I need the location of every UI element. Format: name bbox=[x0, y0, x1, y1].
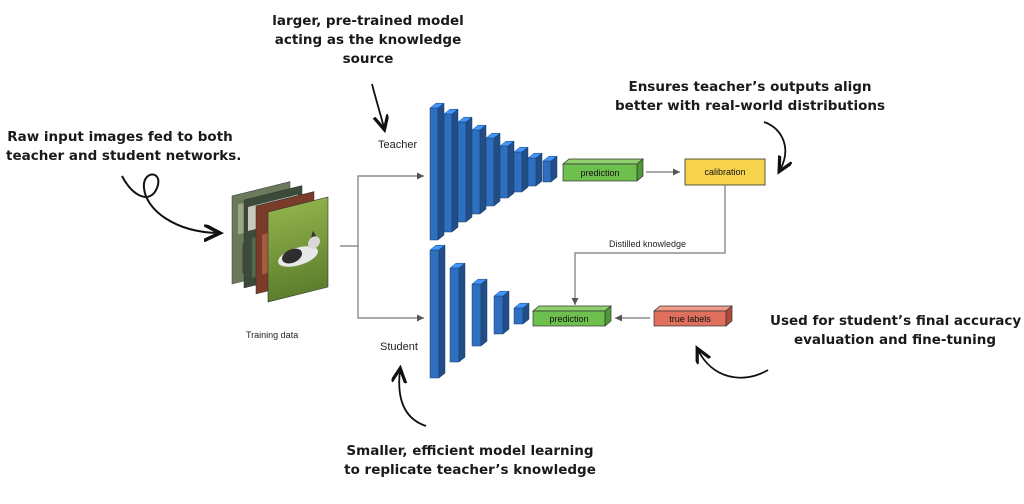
student-note-arrow bbox=[399, 370, 427, 427]
layer-front bbox=[471, 283, 482, 347]
layer-side bbox=[465, 116, 473, 223]
layer-front bbox=[542, 160, 552, 183]
calibration-note: Ensures teacher’s outputs align better w… bbox=[612, 78, 888, 116]
layer-front bbox=[443, 113, 453, 233]
teacher-note-line: source bbox=[342, 51, 394, 67]
student-note: Smaller, efficient model learning to rep… bbox=[340, 442, 600, 480]
teacher-note-line: acting as the knowledge bbox=[274, 32, 462, 48]
layer-side bbox=[550, 155, 558, 183]
layer-front bbox=[429, 107, 439, 241]
layer-front bbox=[429, 249, 440, 379]
layer-front bbox=[471, 129, 481, 215]
layer-front bbox=[499, 145, 509, 199]
training-data-label: Training data bbox=[246, 330, 299, 340]
labels-note-arrow bbox=[698, 350, 769, 379]
input-note: Raw input images fed to both teacher and… bbox=[6, 128, 242, 166]
layer-side bbox=[502, 290, 510, 335]
calibration-note-arrow bbox=[763, 121, 785, 170]
layer-front bbox=[527, 157, 537, 187]
student-prediction-label: prediction bbox=[549, 313, 589, 324]
teacher-note: larger, pre-trained model acting as the … bbox=[268, 12, 468, 69]
input-note-line: Raw input images fed to both bbox=[7, 129, 233, 145]
true-labels-box bbox=[653, 305, 733, 327]
student-prediction-box bbox=[532, 305, 612, 327]
calibration-label: calibration bbox=[704, 167, 746, 177]
teacher-label: Teacher bbox=[378, 139, 418, 151]
calibration-note-line: better with real-world distributions bbox=[615, 98, 885, 114]
labels-note-line: evaluation and fine-tuning bbox=[793, 332, 997, 348]
teacher-note-line: larger, pre-trained model bbox=[272, 13, 464, 29]
teacher-network bbox=[429, 102, 558, 241]
layer-side bbox=[480, 278, 488, 347]
distilled-knowledge-label: Distilled knowledge bbox=[609, 239, 687, 249]
student-label: Student bbox=[380, 341, 418, 353]
labels-note: Used for student’s final accuracy evalua… bbox=[770, 312, 1022, 350]
layer-front bbox=[513, 307, 524, 325]
layer-side bbox=[458, 262, 466, 363]
layer-side bbox=[522, 302, 530, 325]
layer-front bbox=[485, 137, 495, 207]
layer-side bbox=[521, 146, 529, 193]
layer-side bbox=[535, 152, 543, 187]
calibration-note-line: Ensures teacher’s outputs align bbox=[628, 79, 872, 95]
layer-side bbox=[493, 132, 501, 207]
layer-side bbox=[451, 108, 459, 233]
layer-side bbox=[507, 140, 515, 199]
input-note-arrow bbox=[121, 173, 218, 234]
layer-side bbox=[479, 124, 487, 215]
student-note-line: to replicate teacher’s knowledge bbox=[344, 462, 596, 478]
input-note-line: teacher and student networks. bbox=[6, 148, 242, 164]
training-images bbox=[231, 181, 329, 303]
layer-side bbox=[437, 102, 445, 241]
calibration-box bbox=[684, 158, 766, 186]
layer-front bbox=[493, 295, 504, 335]
layer-front bbox=[449, 267, 460, 363]
teacher-prediction-label: prediction bbox=[580, 167, 620, 178]
teacher-prediction-box bbox=[562, 158, 644, 182]
teacher-note-arrow bbox=[371, 83, 384, 128]
layer-side bbox=[438, 244, 446, 379]
student-network bbox=[429, 244, 530, 379]
layer-front bbox=[457, 121, 467, 223]
layer-front bbox=[513, 151, 523, 193]
student-note-line: Smaller, efficient model learning bbox=[346, 443, 594, 459]
labels-note-line: Used for student’s final accuracy bbox=[770, 313, 1022, 329]
true-labels-label: true labels bbox=[669, 313, 711, 324]
